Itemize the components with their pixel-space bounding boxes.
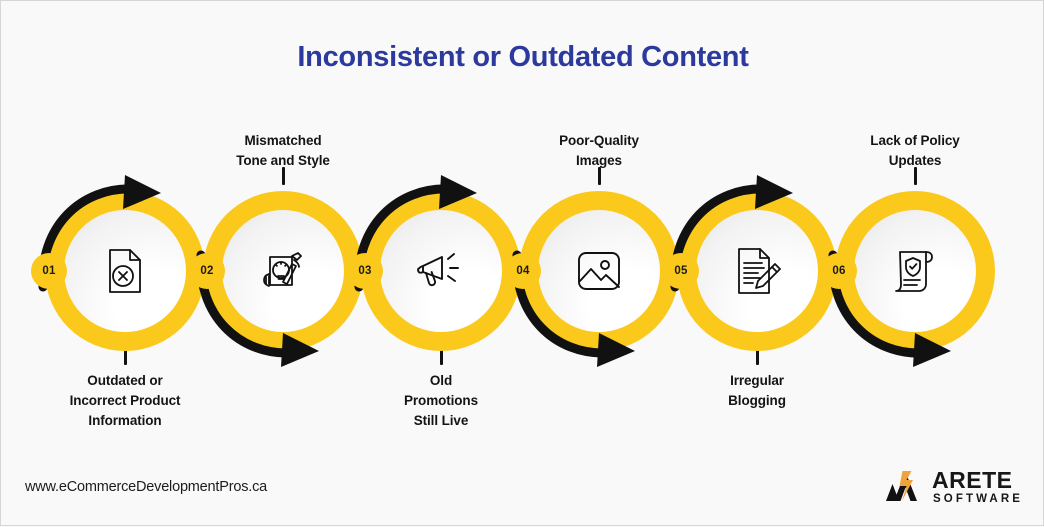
step-icon-disc xyxy=(380,210,502,332)
brand-logo: ARETE SOFTWARE xyxy=(884,469,1023,506)
step-number-badge: 06 xyxy=(821,253,857,289)
step-number-badge: 05 xyxy=(663,253,699,289)
step-icon-disc xyxy=(64,210,186,332)
step-ring: 03 xyxy=(347,175,521,351)
step-icon-disc xyxy=(222,210,344,332)
step-ring: 04 xyxy=(505,191,679,367)
step-connector-tick xyxy=(282,167,285,185)
site-url: www.eCommerceDevelopmentPros.ca xyxy=(25,479,267,495)
policy-shield-scroll-icon xyxy=(889,246,941,296)
document-pencil-icon xyxy=(730,245,784,297)
logo-name: ARETE xyxy=(932,467,1013,493)
document-error-icon xyxy=(99,245,151,297)
arete-mark-icon xyxy=(886,471,918,502)
step-connector-tick xyxy=(914,167,917,185)
step-icon-disc xyxy=(854,210,976,332)
logo-text-block: ARETE SOFTWARE xyxy=(932,469,1023,506)
step-icon-disc xyxy=(538,210,660,332)
step-number-badge: 03 xyxy=(347,253,383,289)
page-title: Inconsistent or Outdated Content xyxy=(297,41,749,73)
step-number-badge: 02 xyxy=(189,253,225,289)
step-icon-disc xyxy=(696,210,818,332)
step-connector-tick xyxy=(756,347,759,365)
megaphone-icon xyxy=(414,246,468,296)
step-ring: 05 xyxy=(663,175,837,351)
step-number-badge: 01 xyxy=(31,253,67,289)
logo-subtitle: SOFTWARE xyxy=(933,493,1023,505)
hands-lightbulb-icon xyxy=(256,245,310,297)
step-number-badge: 04 xyxy=(505,253,541,289)
image-photo-icon xyxy=(573,247,625,295)
step-ring: 06 xyxy=(821,191,995,367)
step-connector-tick xyxy=(440,347,443,365)
step-connector-tick xyxy=(598,167,601,185)
step-connector-tick xyxy=(124,347,127,365)
